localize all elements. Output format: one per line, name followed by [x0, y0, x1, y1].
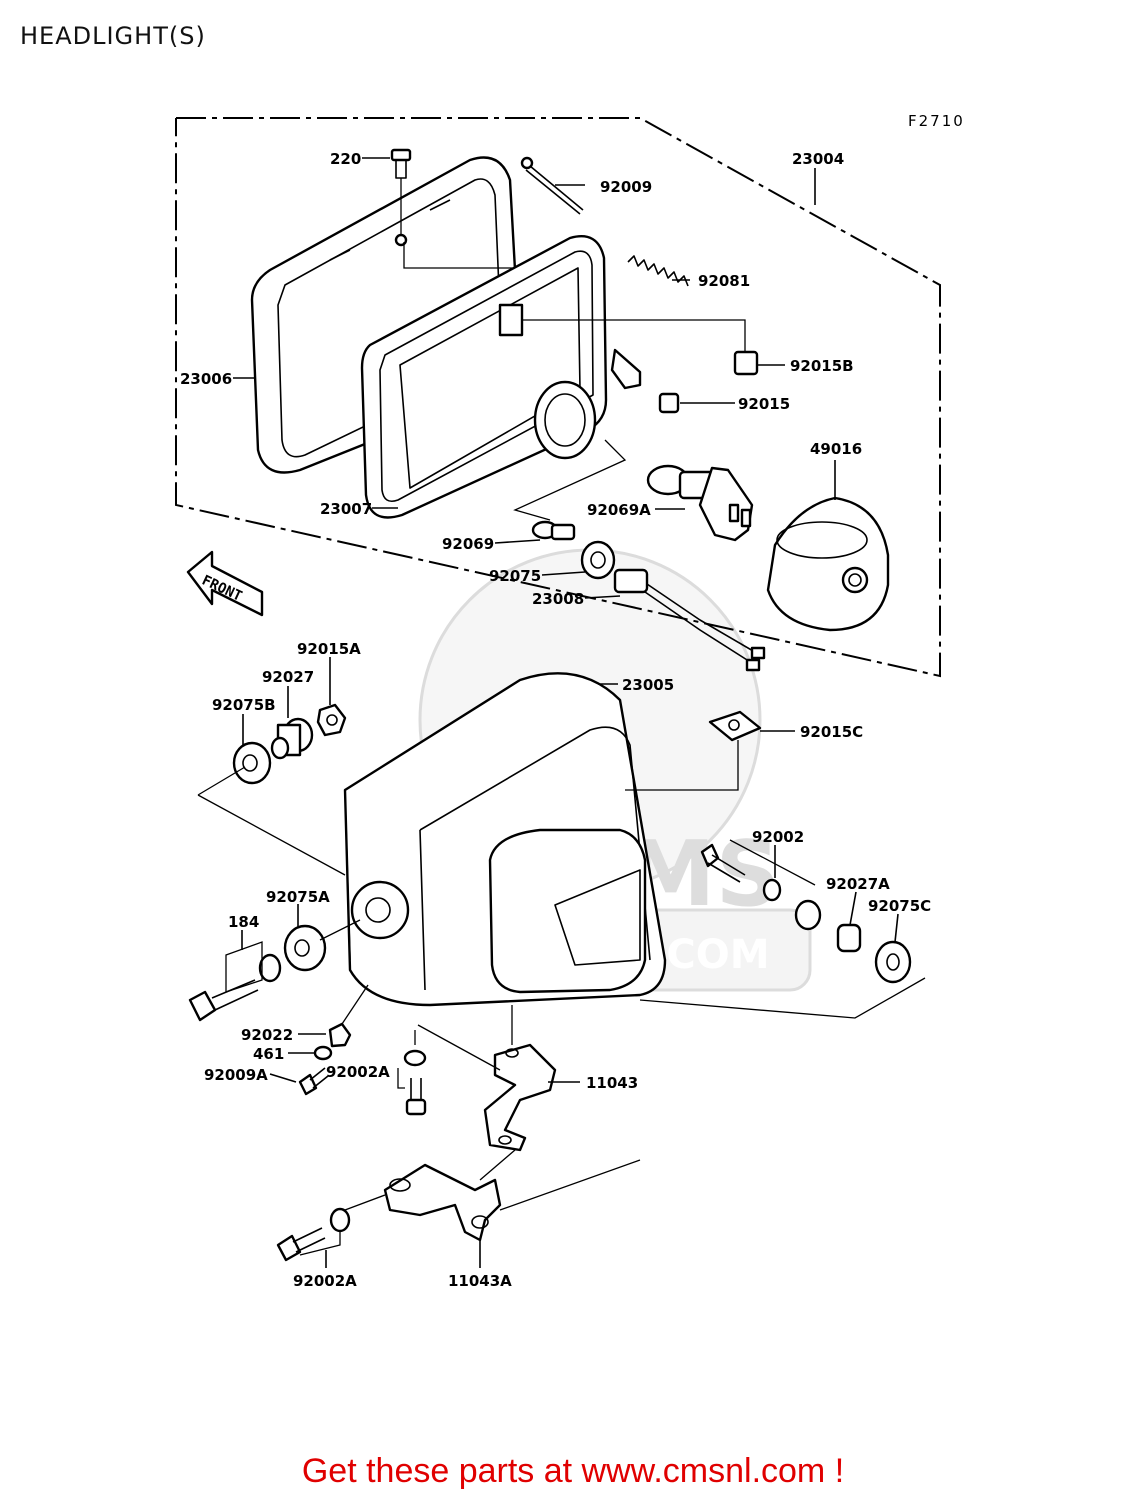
part-label-23004: 23004: [792, 150, 844, 168]
part-label-23006: 23006: [180, 370, 232, 388]
housing-23005: [343, 672, 667, 1007]
grommet-92075a-icon: [283, 924, 327, 972]
part-label-49016: 49016: [810, 440, 862, 458]
part-label-92015b: 92015B: [790, 357, 854, 375]
part-label-92002: 92002: [752, 828, 804, 846]
part-label-23007: 23007: [320, 500, 372, 518]
part-label-92075: 92075: [489, 567, 541, 585]
bolt-92002a-bottom-icon: [276, 1227, 326, 1262]
part-labels: 220 92009 23004 92081 23006 92015B 92015…: [180, 150, 931, 1290]
part-label-92015a: 92015A: [297, 640, 361, 658]
bolt-92002-icon: [700, 843, 746, 883]
part-label-92027a: 92027A: [826, 875, 890, 893]
bracket-11043-icon: [483, 1043, 557, 1152]
bulb-92069a-icon: [646, 464, 754, 542]
front-direction-arrow: FRONT: [186, 550, 264, 617]
bulb-92069-icon: [531, 520, 576, 541]
part-label-184: 184: [228, 913, 259, 931]
part-label-92069a: 92069A: [587, 501, 651, 519]
bulb-socket-hole: [533, 380, 597, 460]
part-label-92069: 92069: [442, 535, 494, 553]
part-label-461: 461: [253, 1045, 284, 1063]
bracket-11043a-icon: [383, 1163, 502, 1242]
collar-92027-icon: [270, 717, 314, 760]
part-label-11043a: 11043A: [448, 1272, 512, 1290]
footer-cta-text: Get these parts at www.cmsnl.com !: [301, 1452, 845, 1490]
part-label-92075c: 92075C: [868, 897, 931, 915]
part-label-92009: 92009: [600, 178, 652, 196]
collar-92027a-icon: [836, 923, 862, 953]
part-label-92002a-mid: 92002A: [326, 1063, 390, 1081]
figure-code: F2710: [908, 112, 965, 130]
assembly-boundary: [175, 117, 941, 678]
part-label-92015: 92015: [738, 395, 790, 413]
nut-92022-icon: [328, 1022, 352, 1048]
part-label-92081: 92081: [698, 272, 750, 290]
part-label-92027: 92027: [262, 668, 314, 686]
part-label-92022: 92022: [241, 1026, 293, 1044]
spring-92081-icon: [627, 255, 689, 287]
grommet-92075c-icon: [874, 940, 912, 984]
part-label-92015c: 92015C: [800, 723, 863, 741]
clip-nut-92015c-icon: [708, 710, 762, 742]
part-label-11043: 11043: [586, 1074, 638, 1092]
screw-92009a-icon: [298, 1067, 329, 1096]
part-label-92075a: 92075A: [266, 888, 330, 906]
lens-clip: [498, 303, 524, 337]
bolt-184-icon: [188, 979, 259, 1022]
part-label-23005: 23005: [622, 676, 674, 694]
part-label-92002a-bottom: 92002A: [293, 1272, 357, 1290]
part-label-92075b: 92075B: [212, 696, 276, 714]
page-title: HEADLIGHT(S): [20, 22, 206, 50]
leader-lines: [233, 157, 899, 1268]
part-label-220: 220: [330, 150, 361, 168]
grommet-92075-icon: [580, 540, 616, 580]
screw-220-icon: [390, 148, 412, 179]
washer-92027a-icon: [794, 899, 822, 931]
part-label-23008: 23008: [532, 590, 584, 608]
screw-92009-icon: [520, 156, 584, 215]
nut-92015b-icon: [733, 350, 759, 376]
dust-cover-49016-icon: [766, 496, 890, 632]
part-label-92009a: 92009A: [204, 1066, 268, 1084]
washer-461-icon: [313, 1045, 333, 1061]
nut-92015-icon: [658, 392, 680, 414]
bolt-92002a-mid-icon: [405, 1078, 427, 1116]
grommet-92075b-icon: [232, 741, 272, 785]
socket-23008-icon: [613, 568, 766, 672]
nut-92015a-icon: [316, 703, 347, 737]
